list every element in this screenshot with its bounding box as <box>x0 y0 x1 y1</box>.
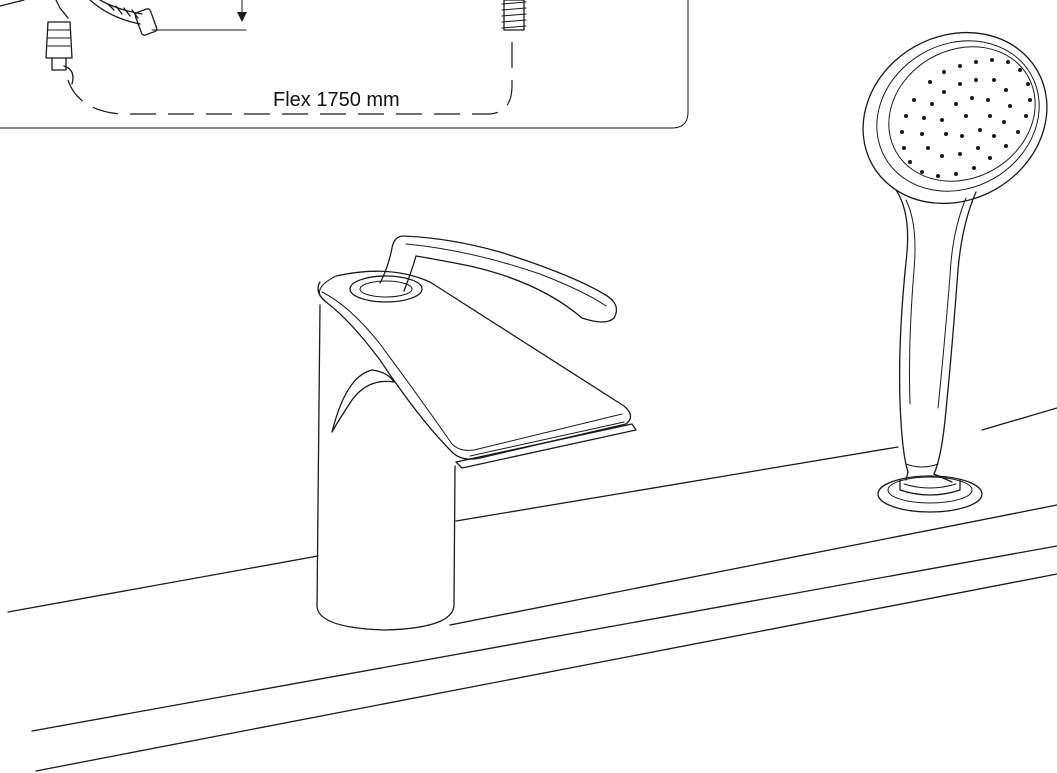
threaded-fitting-icon <box>501 0 527 31</box>
bath-deck <box>7 407 1057 772</box>
mixer-tap <box>316 235 637 631</box>
spray-nozzles <box>900 58 1032 178</box>
braided-hose-icon <box>0 0 158 85</box>
hose-length-label: Flex 1750 mm <box>270 88 403 112</box>
dimension-arrow <box>151 0 247 31</box>
hand-shower <box>862 31 1048 513</box>
inset-panel <box>0 0 689 129</box>
hose-route <box>67 34 513 115</box>
